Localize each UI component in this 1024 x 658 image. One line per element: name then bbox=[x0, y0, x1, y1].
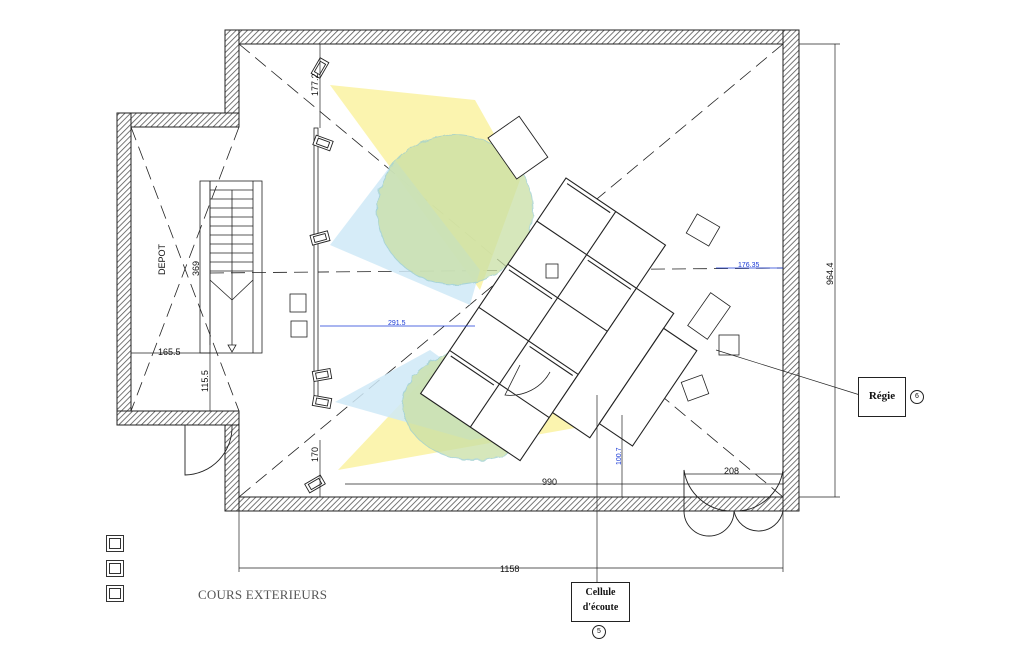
speaker-icon bbox=[311, 367, 333, 383]
dim-208: 208 bbox=[724, 466, 739, 476]
chairs bbox=[545, 213, 740, 402]
speaker-icon bbox=[309, 230, 331, 246]
cellule-line1: Cellule bbox=[585, 587, 616, 598]
dim-165-5: 165.5 bbox=[158, 347, 181, 357]
depot-walls bbox=[116, 112, 240, 426]
speaker-icon bbox=[311, 394, 333, 410]
legend-square-1 bbox=[106, 535, 124, 552]
door-swing bbox=[504, 364, 551, 396]
speaker-wall bbox=[313, 127, 319, 397]
cellule-number: 5 bbox=[592, 625, 606, 639]
speakers bbox=[304, 57, 334, 494]
double-door bbox=[683, 469, 784, 537]
regie-label: Régie bbox=[858, 377, 906, 417]
courts-exterieurs-label: COURS EXTERIEURS bbox=[198, 587, 328, 602]
dim-115-5: 115.5 bbox=[200, 370, 210, 392]
depot-door bbox=[184, 424, 233, 476]
dim-990: 990 bbox=[542, 477, 557, 487]
dim-170: 170 bbox=[310, 447, 320, 462]
dim-1158: 1158 bbox=[500, 564, 519, 574]
legend-square-2 bbox=[106, 560, 124, 577]
speaker-icon bbox=[312, 134, 334, 152]
cellule-line2: d'écoute bbox=[582, 602, 619, 613]
dim-369: 369 bbox=[191, 261, 201, 276]
dim-291-5: 291.5 bbox=[388, 320, 406, 327]
acoustic-panel-grid bbox=[419, 177, 698, 462]
dim-177-2: 177.2 bbox=[310, 73, 320, 96]
staircase bbox=[199, 180, 263, 354]
regie-text: Régie bbox=[868, 390, 896, 402]
regie-number: 6 bbox=[910, 390, 924, 404]
desk-top bbox=[487, 115, 549, 180]
dimension-lines bbox=[131, 43, 861, 582]
dim-964-4: 964.4 bbox=[825, 262, 835, 285]
speaker-icon bbox=[304, 474, 326, 494]
equipment-boxes bbox=[289, 293, 308, 338]
dim-176-35: 176.35 bbox=[738, 262, 760, 269]
blue-dimension-lines bbox=[320, 267, 783, 327]
depot-label: DEPOT bbox=[157, 243, 167, 275]
legend-square-3 bbox=[106, 585, 124, 602]
dim-100-7: 100.7 bbox=[616, 447, 623, 465]
cellule-label: Cellule d'écoute bbox=[571, 582, 630, 622]
